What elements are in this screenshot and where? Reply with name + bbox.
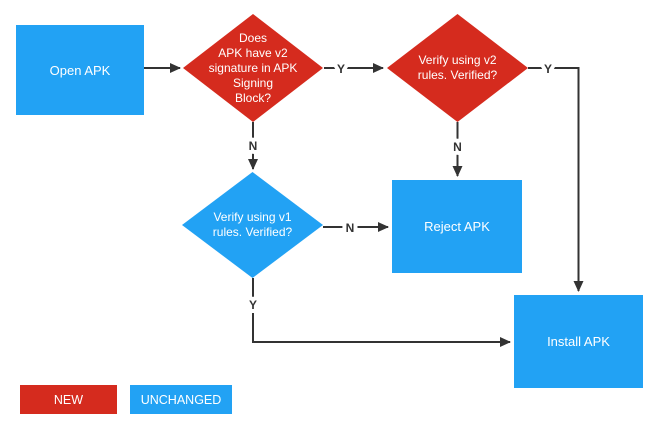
edge-label-v2-check-no: N [249,139,258,153]
edge-verify-v1-yes-to-install [252,278,511,347]
edge-label-v2-check-yes: Y [337,62,345,76]
legend-new-label: NEW [53,392,84,407]
node-open-apk-label: Open APK [49,62,111,78]
edge-label-verify-v1-yes: Y [249,298,257,312]
edge-label-verify-v2-yes: Y [544,62,552,76]
node-reject-apk: Reject APK [392,180,522,273]
node-install-apk: Install APK [514,295,643,388]
node-v2-signature-check-label: Does APK have v2 signature in APK Signin… [208,30,298,105]
legend-new: NEW [20,385,117,414]
node-verify-v1-label: Verify using v1 rules. Verified? [212,210,293,239]
edge-label-verify-v1-no: N [346,221,355,235]
legend-unchanged: UNCHANGED [130,385,232,414]
node-install-apk-label: Install APK [547,334,610,349]
node-reject-apk-label: Reject APK [424,219,490,234]
edge-verify-v2-yes-to-install [528,67,584,292]
edge-label-verify-v2-no: N [453,140,462,154]
node-verify-v2-label: Verify using v2 rules. Verified? [417,53,498,82]
legend-unchanged-label: UNCHANGED [140,392,222,407]
node-open-apk: Open APK [16,25,144,115]
